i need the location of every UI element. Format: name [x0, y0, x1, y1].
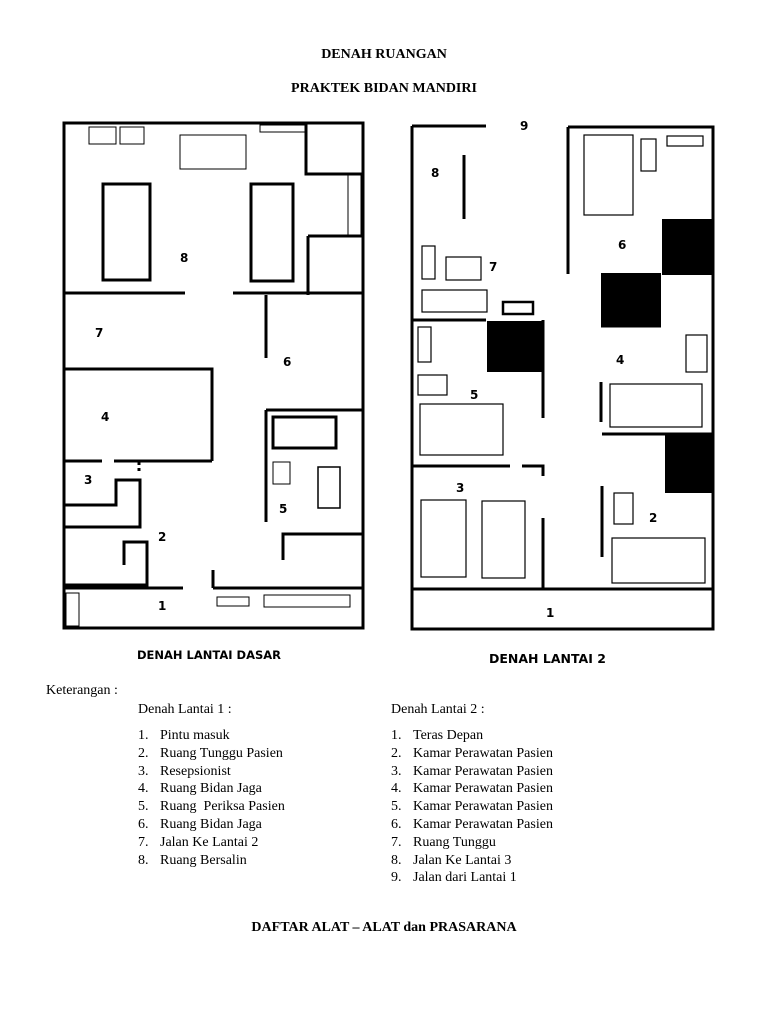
second-room-label-2: 2 [649, 511, 657, 525]
ground-exam-bed [271, 415, 338, 450]
ground-delivery-bed-2 [249, 182, 295, 283]
second-small-desk [501, 300, 535, 316]
ground-bench-1 [216, 596, 250, 607]
second-room-label-1: 1 [546, 606, 554, 620]
second-sofa-7 [421, 289, 488, 313]
legend-heading: Keterangan : [46, 683, 118, 698]
list-item: 2.Kamar Perawatan Pasien [391, 745, 553, 761]
floor2-legend-heading: Denah Lantai 2 : [391, 702, 485, 717]
second-room-numbers: 1 2 3 4 5 6 7 8 9 [431, 119, 657, 620]
list-item: 8.Jalan Ke Lantai 3 [391, 852, 512, 868]
second-room-label-4: 4 [616, 353, 624, 367]
ground-room-label-4: 4 [101, 410, 109, 424]
ground-wall [264, 295, 363, 412]
list-item: 1.Pintu masuk [138, 728, 230, 743]
second-room-label-8: 8 [431, 166, 439, 180]
second-floor-plan [410, 124, 715, 631]
list-item: 3.Resepsionist [138, 763, 231, 779]
second-room-label-9: 9 [520, 119, 528, 133]
second-stair-block-4 [665, 434, 713, 493]
floor1-legend-heading: Denah Lantai 1 : [138, 702, 232, 717]
ground-room-label-8: 8 [180, 251, 188, 265]
list-item: 3.Kamar Perawatan Pasien [391, 763, 553, 779]
second-bed-4 [609, 383, 703, 428]
second-stair-block-1 [487, 321, 543, 372]
section-title: DAFTAR ALAT – ALAT dan PRASARANA [251, 920, 517, 935]
second-cabinet-6 [640, 138, 657, 172]
second-cabinet-2 [613, 492, 634, 525]
second-cabinet-7a [421, 245, 436, 280]
ground-floor-plan [62, 121, 365, 630]
page-subtitle: PRAKTEK BIDAN MANDIRI [291, 81, 477, 96]
ground-floor-caption: DENAH LANTAI DASAR [137, 648, 282, 662]
page-title: DENAH RUANGAN [321, 47, 447, 62]
ground-wall [64, 570, 363, 590]
ground-outer-wall [62, 121, 365, 630]
ground-reception-desk [64, 478, 142, 529]
list-item: 5.Kamar Perawatan Pasien [391, 799, 553, 815]
second-bed-6 [583, 134, 634, 216]
list-item: 1.Teras Depan [391, 728, 484, 743]
ground-room-label-3: 3 [84, 473, 92, 487]
list-item: 4.Ruang Bidan Jaga [138, 781, 262, 797]
ground-shelf [259, 124, 306, 133]
ground-table [179, 134, 247, 170]
second-bed-2 [611, 537, 706, 584]
ground-counter [281, 532, 363, 560]
second-cabinet-5 [417, 326, 432, 363]
second-room-label-6: 6 [618, 238, 626, 252]
ground-cabinet-1 [88, 126, 117, 145]
ground-room-label-5: 5 [279, 502, 287, 516]
ground-room-label-2: 2 [158, 530, 166, 544]
second-shelf-6 [666, 135, 704, 147]
list-item: 5.Ruang Periksa Pasien [138, 799, 285, 815]
second-floor-caption: DENAH LANTAI 2 [489, 651, 606, 666]
floor2-legend-list: 1.Teras Depan 2.Kamar Perawatan Pasien 3… [391, 727, 553, 887]
list-item: 7.Jalan Ke Lantai 2 [138, 834, 259, 850]
ground-room-label-1: 1 [158, 599, 166, 613]
second-bed-3a [420, 499, 467, 578]
ground-room-numbers: 1 2 3 4 5 6 7 8 [84, 251, 291, 613]
ground-wall [306, 234, 363, 295]
second-stair-block-3 [601, 273, 661, 325]
list-item: 9.Jalan dari Lantai 1 [391, 870, 517, 886]
second-bed-3b [481, 500, 526, 579]
second-cabinet-4 [685, 334, 708, 373]
ground-cabinet-2 [119, 126, 145, 145]
list-item: 8.Ruang Bersalin [138, 852, 247, 868]
ground-room-label-7: 7 [95, 326, 103, 340]
ground-cabinet-3 [317, 466, 341, 509]
second-wall [412, 464, 545, 476]
second-outer-wall [410, 125, 715, 631]
floor1-legend-list: 1.Pintu masuk 2.Ruang Tunggu Pasien 3.Re… [138, 727, 285, 869]
ground-wall [304, 123, 363, 176]
second-room-label-5: 5 [470, 388, 478, 402]
list-item: 4.Kamar Perawatan Pasien [391, 781, 553, 797]
ground-waiting-bench [64, 540, 149, 587]
second-bed-5 [419, 403, 504, 456]
second-table-5 [417, 374, 448, 396]
ground-stair-rail [347, 174, 362, 236]
ground-wall [64, 367, 214, 463]
second-table-7 [445, 256, 482, 281]
list-item: 7.Ruang Tunggu [391, 834, 496, 850]
ground-bench-2 [263, 594, 351, 608]
ground-room-label-6: 6 [283, 355, 291, 369]
second-room-label-7: 7 [489, 260, 497, 274]
ground-delivery-bed-1 [101, 182, 152, 282]
ground-chair [272, 461, 291, 485]
second-stair-block-2 [662, 219, 713, 275]
ground-door [65, 592, 80, 627]
list-item: 6.Kamar Perawatan Pasien [391, 816, 553, 832]
list-item: 6.Ruang Bidan Jaga [138, 816, 262, 832]
second-room-label-3: 3 [456, 481, 464, 495]
list-item: 2.Ruang Tunggu Pasien [138, 745, 283, 761]
